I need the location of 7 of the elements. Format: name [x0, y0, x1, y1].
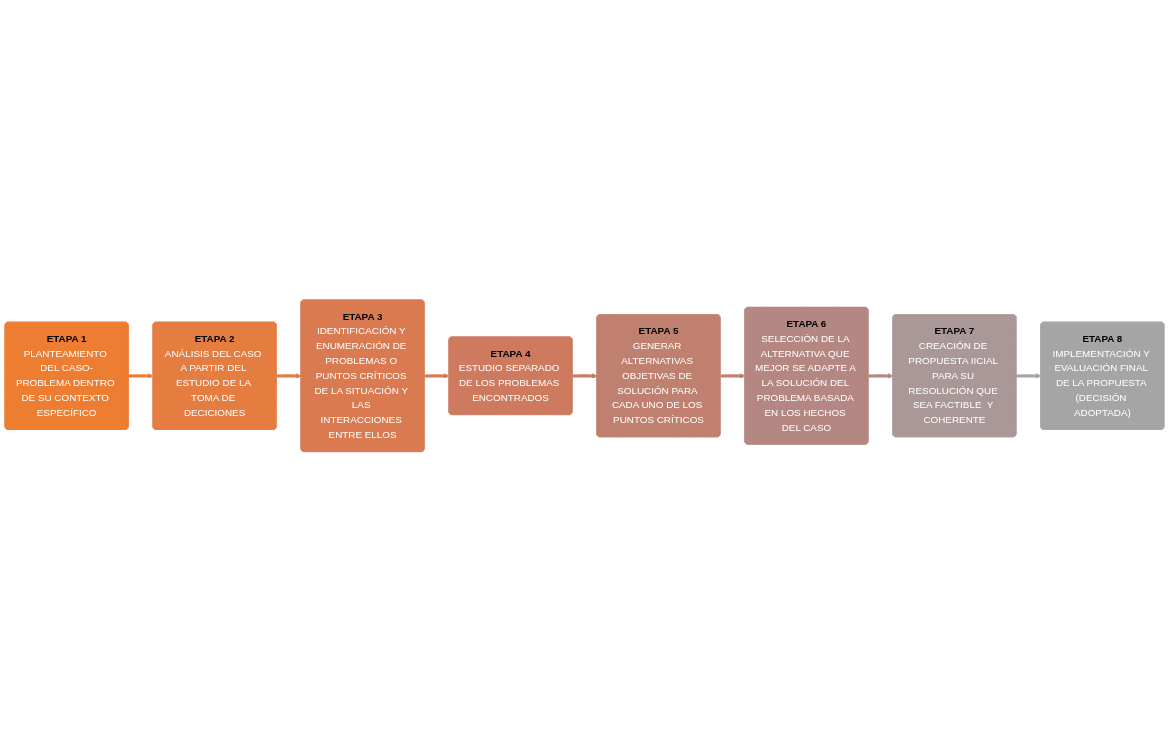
- arrow: [424, 373, 450, 379]
- arrow: [128, 373, 154, 379]
- arrow: [276, 373, 302, 379]
- arrow: [720, 373, 746, 379]
- arrow: [572, 373, 598, 379]
- arrow: [1016, 373, 1042, 379]
- arrow: [868, 373, 894, 379]
